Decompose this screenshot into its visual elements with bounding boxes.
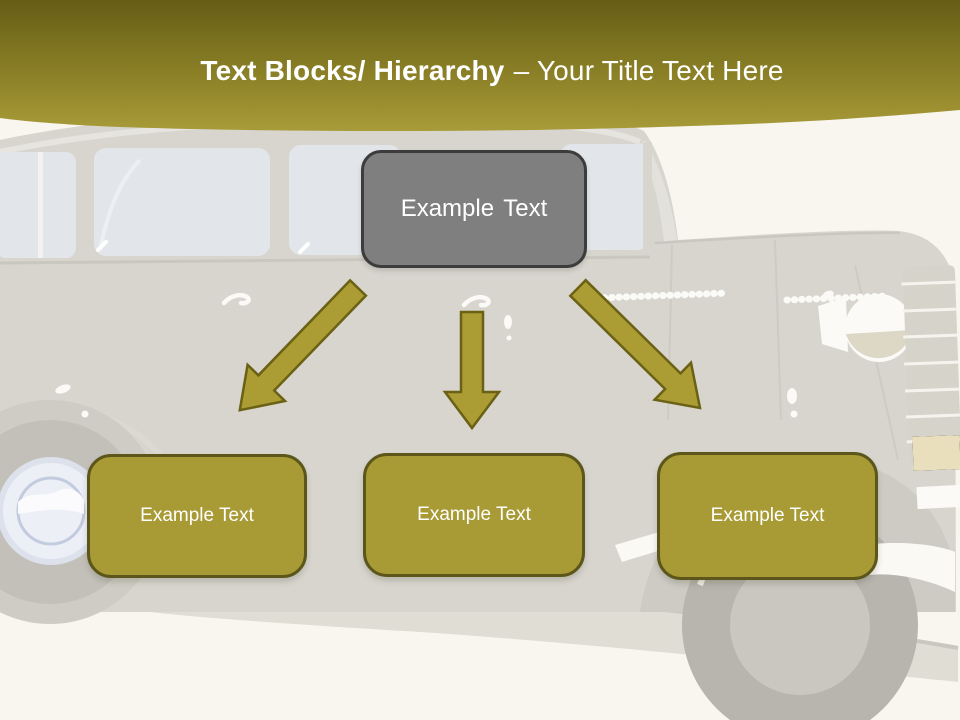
header-band — [0, 0, 960, 132]
root-text-block-label: Example Text — [400, 195, 548, 222]
arrow-down-left-icon — [238, 278, 368, 412]
child-text-block-1-label: Example Text — [140, 505, 254, 526]
header-curve — [0, 0, 960, 132]
title-secondary-text: – Your Title Text Here — [513, 55, 784, 86]
car-door-handles — [221, 290, 834, 418]
title-primary-text: Text Blocks/ Hierarchy — [200, 55, 505, 86]
root-text-block[interactable]: Example Text — [361, 150, 587, 268]
arrow-down-icon — [442, 310, 502, 431]
child-text-block-3[interactable]: Example Text — [657, 452, 878, 580]
arrow-down-right-icon — [568, 278, 702, 410]
child-text-block-1[interactable]: Example Text — [87, 454, 307, 578]
child-text-block-2-label: Example Text — [417, 504, 531, 525]
slide-title[interactable]: Text Blocks/ Hierarchy – Your Title Text … — [12, 55, 960, 87]
car-bumper — [912, 435, 960, 510]
car-horn-icon — [818, 294, 913, 362]
child-text-block-3-label: Example Text — [710, 505, 825, 526]
child-text-block-2[interactable]: Example Text — [363, 453, 585, 577]
